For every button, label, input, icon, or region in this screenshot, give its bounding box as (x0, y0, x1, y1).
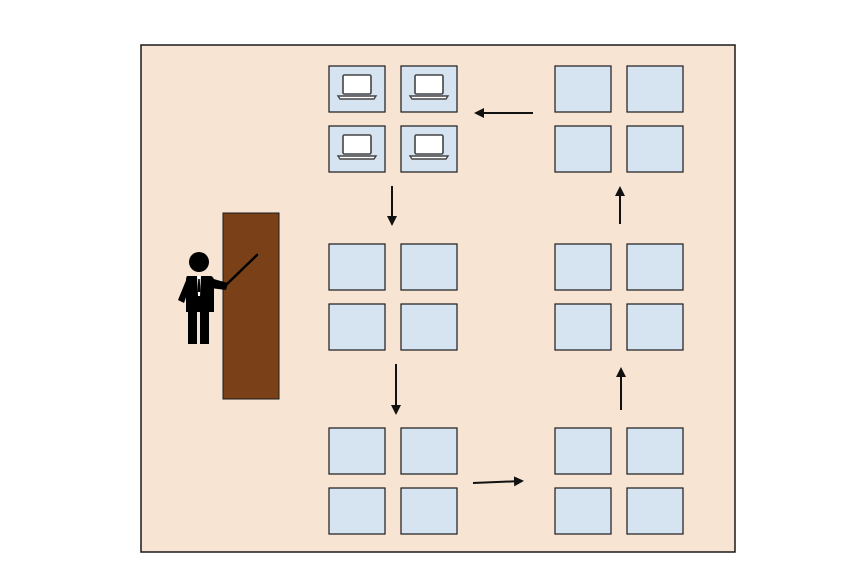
laptop-icon (336, 134, 378, 160)
desk (328, 427, 386, 475)
desk (626, 125, 684, 173)
group-top-right (554, 65, 684, 173)
desk (626, 303, 684, 351)
laptop-icon (408, 134, 450, 160)
desk (626, 427, 684, 475)
desk (554, 125, 612, 173)
laptop-icon (336, 74, 378, 100)
desk (554, 487, 612, 535)
desk (554, 65, 612, 113)
desk (400, 427, 458, 475)
flow-arrow-right (472, 476, 524, 487)
desk (626, 243, 684, 291)
desk (400, 303, 458, 351)
desk (328, 243, 386, 291)
desk (328, 303, 386, 351)
desk (400, 487, 458, 535)
desk (554, 303, 612, 351)
group-bottom-right (554, 427, 684, 535)
desk (328, 487, 386, 535)
rotation-arrows (387, 108, 626, 487)
group-middle-right (554, 243, 684, 351)
group-middle-left (328, 243, 458, 351)
desk (400, 243, 458, 291)
desk (626, 65, 684, 113)
desk (554, 427, 612, 475)
blackboard (222, 212, 280, 400)
teacher-with-pointer-icon (178, 252, 259, 344)
group-bottom-left (328, 427, 458, 535)
group-top-left (328, 65, 458, 173)
desk (626, 487, 684, 535)
desk (554, 243, 612, 291)
laptop-icon (408, 74, 450, 100)
desk-groups (328, 65, 684, 535)
